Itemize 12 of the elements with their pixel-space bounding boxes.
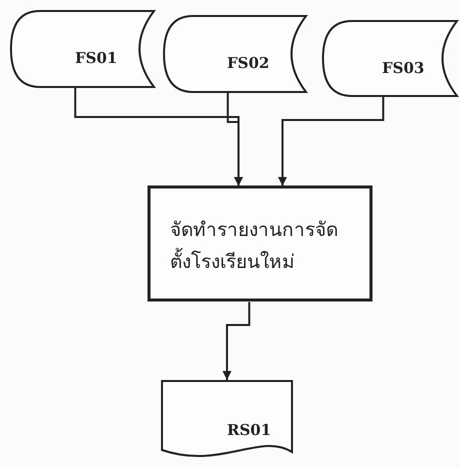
- arrow: [222, 302, 250, 380]
- file-label: FS02: [227, 54, 270, 72]
- process-label: จัดทำรายงานการจัดตั้งโรงเรียนใหม่: [170, 218, 339, 275]
- stored-data-shape: [10, 10, 155, 88]
- file-label: FS01: [75, 49, 118, 67]
- arrow: [226, 93, 243, 186]
- process-box: [148, 186, 373, 302]
- arrow: [278, 97, 384, 186]
- stored-data-shape: [322, 20, 458, 97]
- document-label: RS01: [227, 421, 272, 439]
- stored-data-shape: [163, 15, 307, 93]
- file-label: FS03: [382, 59, 424, 77]
